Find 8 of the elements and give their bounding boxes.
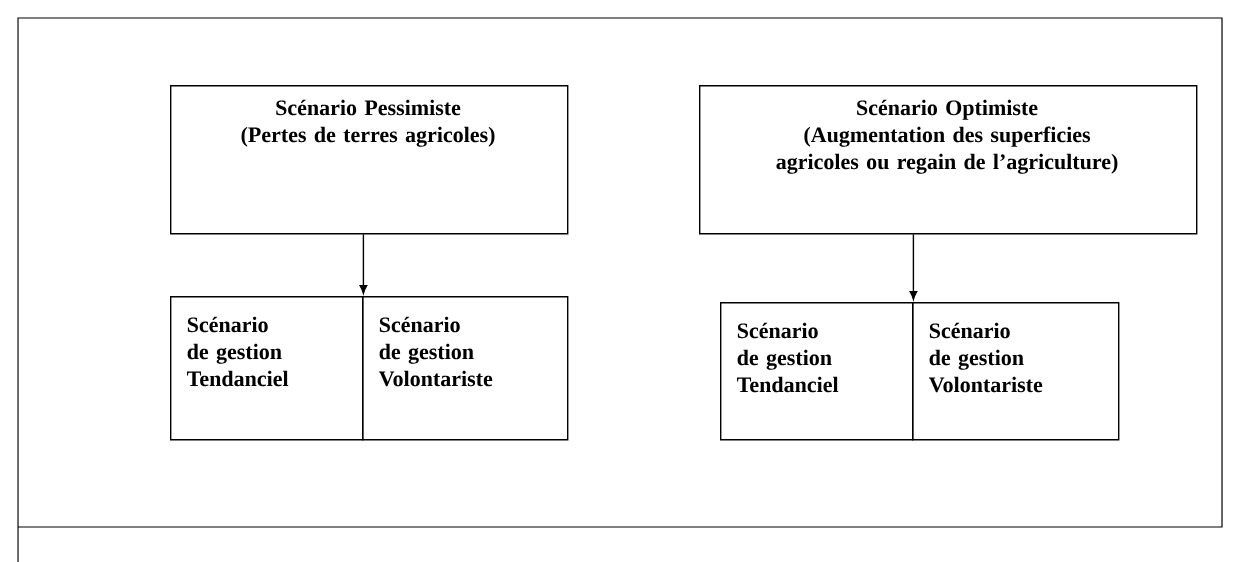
scenario-box: Scénario Pessimiste (Pertes de terres agricoles) xyxy=(170,85,569,235)
arrow xyxy=(359,233,368,295)
scenario-box: Scénario Optimiste (Augmentation des superficies agricoles ou regain de l’agriculture) xyxy=(699,85,1198,235)
table-cell: Scénario de gestion Tendanciel xyxy=(720,302,914,441)
table-cell: Scénario de gestion Volontariste xyxy=(912,302,1120,441)
table-cell: Scénario de gestion Volontariste xyxy=(362,296,569,441)
arrow xyxy=(909,233,918,301)
table-cell: Scénario de gestion Tendanciel xyxy=(170,296,364,441)
